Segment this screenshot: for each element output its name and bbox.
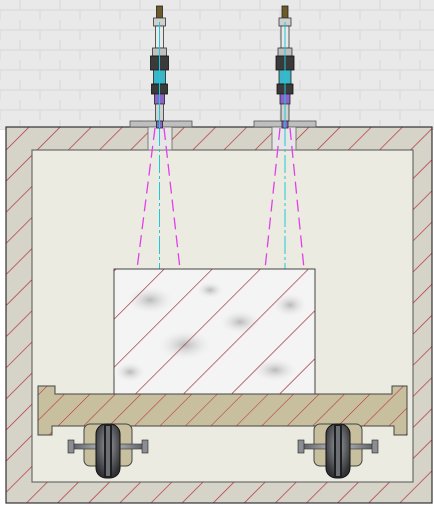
spray-cone-left: [136, 127, 181, 270]
wheel-left-icon: [67, 423, 149, 479]
background-brick: [0, 0, 434, 130]
spray-nozzle-left-icon: [150, 5, 169, 129]
wheel-right-icon: [297, 423, 379, 479]
carriage: [37, 385, 408, 436]
workpiece: [113, 268, 316, 398]
spray-nozzle-right-icon: [275, 5, 295, 129]
spray-cone-right: [264, 127, 305, 270]
